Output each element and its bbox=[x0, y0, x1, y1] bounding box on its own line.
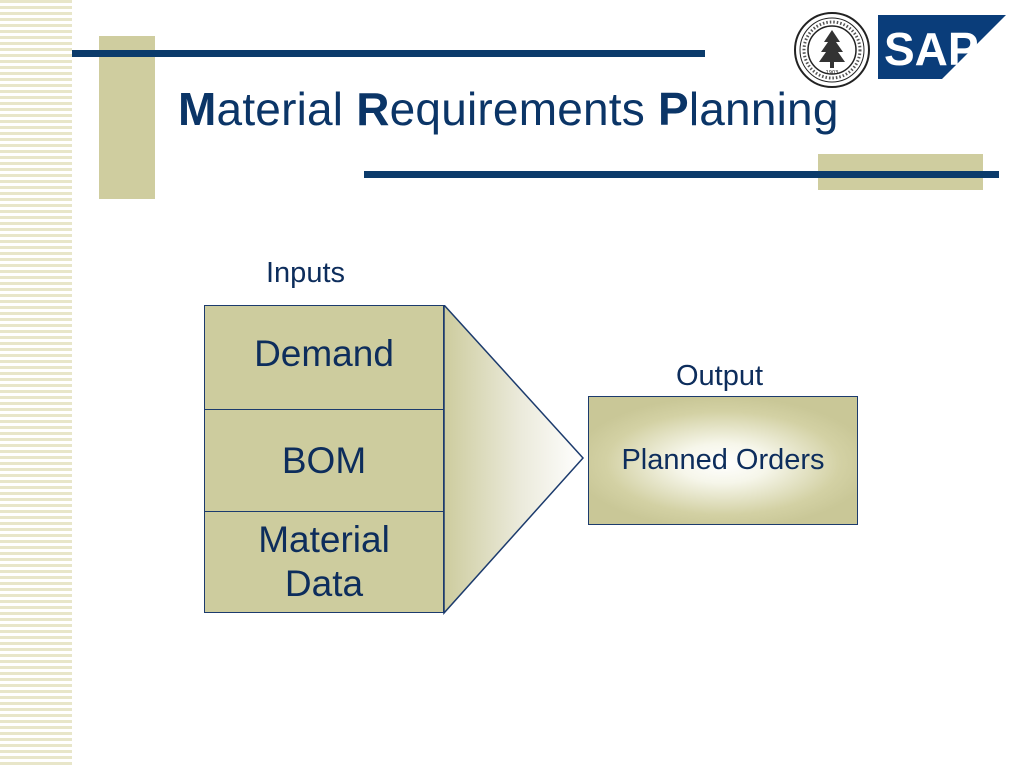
title-initial-m: M bbox=[178, 83, 217, 135]
sap-logo-icon: SAP bbox=[878, 15, 1006, 79]
decorative-stripes bbox=[0, 0, 72, 768]
title-initial-r: R bbox=[356, 83, 390, 135]
output-planned-orders: Planned Orders bbox=[588, 396, 858, 525]
title-word-1: aterial bbox=[216, 83, 357, 135]
process-arrow bbox=[443, 305, 585, 615]
tan-accent-block-left bbox=[99, 36, 155, 199]
bottom-rule bbox=[364, 171, 999, 178]
seal-year: 1903 bbox=[826, 70, 839, 76]
input-material-data: Material Data bbox=[258, 519, 390, 604]
input-bom: BOM bbox=[205, 410, 443, 512]
university-seal-icon: 1903 bbox=[794, 12, 870, 88]
slide-title: Material Requirements Planning bbox=[178, 82, 839, 136]
inputs-stack: Demand BOM Material Data bbox=[204, 305, 444, 613]
title-word-3: lanning bbox=[688, 83, 839, 135]
inputs-label: Inputs bbox=[266, 257, 345, 289]
title-word-2: equirements bbox=[389, 83, 658, 135]
output-label: Output bbox=[676, 360, 764, 392]
input-demand: Demand bbox=[205, 306, 443, 410]
sap-logo-text: SAP bbox=[884, 23, 979, 75]
title-initial-p: P bbox=[657, 83, 689, 135]
top-rule bbox=[72, 50, 705, 57]
